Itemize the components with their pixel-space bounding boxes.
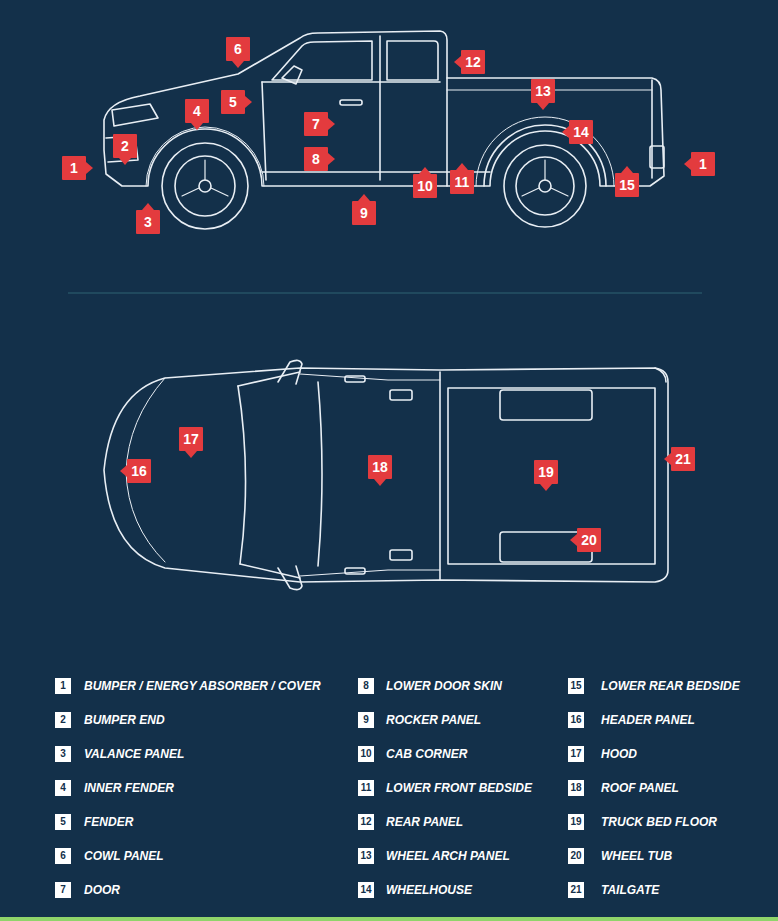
legend-number: 4 xyxy=(55,780,71,796)
legend-text: ROOF PANEL xyxy=(601,780,679,796)
legend-number: 3 xyxy=(55,746,71,762)
callout-number: 11 xyxy=(450,170,474,194)
legend-number: 13 xyxy=(358,848,374,864)
legend-number: 16 xyxy=(568,712,584,728)
legend-text: LOWER FRONT BEDSIDE xyxy=(386,780,532,796)
legend-number: 17 xyxy=(568,746,584,762)
legend-text: TAILGATE xyxy=(601,882,659,898)
callout-number: 4 xyxy=(185,99,209,123)
callout-number: 7 xyxy=(304,112,328,136)
callout-number: 10 xyxy=(413,174,437,198)
legend-text: COWL PANEL xyxy=(84,848,164,864)
callout-number: 3 xyxy=(136,210,160,234)
callout-number: 8 xyxy=(304,147,328,171)
legend-number: 2 xyxy=(55,712,71,728)
legend-text: HEADER PANEL xyxy=(601,712,695,728)
callout-number: 15 xyxy=(615,173,639,197)
legend-number: 18 xyxy=(568,780,584,796)
legend-text: FENDER xyxy=(84,814,133,830)
legend-number: 6 xyxy=(55,848,71,864)
legend-text: LOWER REAR BEDSIDE xyxy=(601,678,740,694)
legend-number: 20 xyxy=(568,848,584,864)
legend-number: 21 xyxy=(568,882,584,898)
callout-number: 1 xyxy=(62,156,86,180)
legend-text: VALANCE PANEL xyxy=(84,746,184,762)
legend-number: 1 xyxy=(55,678,71,694)
callout-number: 5 xyxy=(221,90,245,114)
callout-number: 6 xyxy=(226,37,250,61)
legend-text: WHEEL ARCH PANEL xyxy=(386,848,510,864)
legend-text: HOOD xyxy=(601,746,637,762)
legend-number: 8 xyxy=(358,678,374,694)
legend-text: BUMPER END xyxy=(84,712,165,728)
legend-text: INNER FENDER xyxy=(84,780,174,796)
callout-number: 9 xyxy=(352,201,376,225)
legend-number: 7 xyxy=(55,882,71,898)
callout-number: 16 xyxy=(127,459,151,483)
legend-number: 5 xyxy=(55,814,71,830)
legend-text: WHEEL TUB xyxy=(601,848,672,864)
legend-text: TRUCK BED FLOOR xyxy=(601,814,717,830)
callout-number: 14 xyxy=(569,120,593,144)
legend-text: REAR PANEL xyxy=(386,814,463,830)
callout-number: 12 xyxy=(461,50,485,74)
legend-text: ROCKER PANEL xyxy=(386,712,481,728)
legend-number: 12 xyxy=(358,814,374,830)
legend-number: 19 xyxy=(568,814,584,830)
callout-number: 19 xyxy=(534,460,558,484)
legend-number: 14 xyxy=(358,882,374,898)
legend-text: CAB CORNER xyxy=(386,746,467,762)
legend-number: 10 xyxy=(358,746,374,762)
callout-number: 1 xyxy=(691,152,715,176)
legend-number: 9 xyxy=(358,712,374,728)
callout-number: 18 xyxy=(368,455,392,479)
callout-number: 2 xyxy=(113,134,137,158)
legend-number: 11 xyxy=(358,780,374,796)
legend-text: WHEELHOUSE xyxy=(386,882,472,898)
callout-number: 20 xyxy=(577,528,601,552)
callout-number: 13 xyxy=(531,79,555,103)
legend-text: LOWER DOOR SKIN xyxy=(386,678,502,694)
legend-text: DOOR xyxy=(84,882,120,898)
callout-number: 21 xyxy=(671,447,695,471)
legend-number: 15 xyxy=(568,678,584,694)
legend-text: BUMPER / ENERGY ABSORBER / COVER xyxy=(84,678,321,694)
callout-number: 17 xyxy=(179,427,203,451)
